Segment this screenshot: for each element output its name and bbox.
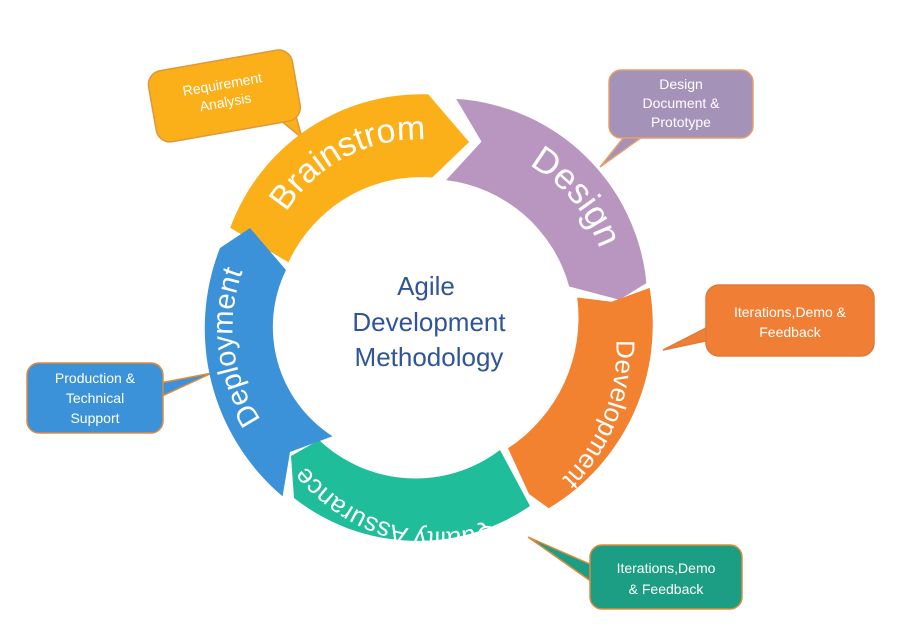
callout-text-production-2: Technical: [66, 390, 124, 406]
callout-text-production-3: Support: [70, 410, 119, 426]
callout-pointers: [159, 104, 711, 584]
center-title: Agile Development Methodology: [352, 271, 506, 372]
stage-segment-deployment: [204, 228, 333, 497]
stage-segment-design: [446, 98, 647, 300]
stage-segment-development: [508, 287, 653, 509]
center-title-line-3: Methodology: [355, 342, 504, 372]
stage-segment-brainstrom: [230, 94, 470, 263]
callout-text-design-doc-2: Document &: [642, 95, 720, 111]
callout-box-iterations-qa: [589, 544, 743, 610]
callouts: Requirement Analysis Design Document & P…: [26, 49, 875, 610]
callout-pointer-iterations-qa: [527, 536, 593, 584]
callout-text-iterations-qa-2: & Feedback: [629, 581, 705, 597]
callout-text-iterations-dev-1: Iterations,Demo &: [734, 304, 847, 320]
callout-text-design-doc-3: Prototype: [651, 114, 711, 130]
cycle-ring: [204, 94, 653, 541]
callout-text-iterations-qa-1: Iterations,Demo: [617, 560, 716, 576]
callout-requirement: Requirement Analysis: [147, 49, 302, 143]
callout-text-iterations-dev-2: Feedback: [759, 324, 821, 340]
callout-box-requirement: [147, 49, 302, 143]
callout-pointer-iterations-dev: [662, 324, 711, 351]
callout-box-production: [26, 362, 164, 434]
center-title-line-1: Agile: [397, 271, 455, 301]
stage-segment-quality: [291, 440, 530, 541]
callout-box-iterations-dev: [705, 284, 875, 357]
center-title-line-2: Development: [352, 307, 506, 337]
callout-text-production-1: Production &: [55, 370, 136, 386]
callout-box-design-doc: [608, 69, 754, 139]
callout-text-design-doc-1: Design: [659, 76, 703, 92]
callout-pointer-production: [159, 372, 213, 399]
